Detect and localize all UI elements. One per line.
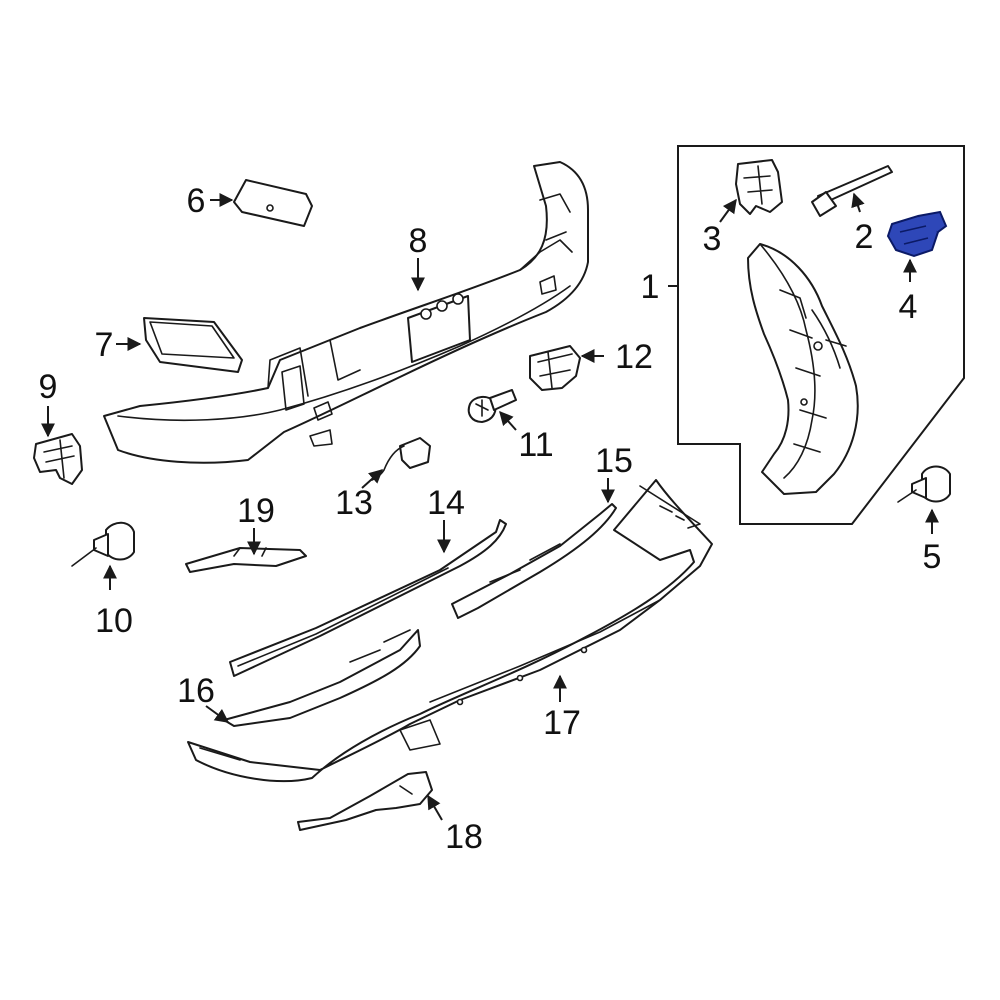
part-18-tip-trim [297,771,433,831]
callout-2: 2 [855,218,874,256]
leader-11 [499,410,517,431]
callout-4: 4 [899,288,918,326]
callout-18: 18 [445,818,483,856]
part-14-trim-strip [229,519,507,677]
part-19-small-trim [185,547,307,573]
inset-frame [677,145,965,525]
leader-16 [205,705,230,723]
callout-9: 9 [39,368,58,406]
callout-14: 14 [427,484,465,522]
leader-18 [427,794,443,821]
part-10-push-clip [71,521,135,567]
callout-16: 16 [177,672,215,710]
part-12-grommet [529,345,581,391]
callout-10: 10 [95,602,133,640]
callout-5: 5 [923,538,942,576]
callout-8: 8 [409,222,428,260]
callout-11: 11 [518,426,553,464]
part-7-reflector [143,317,243,373]
callout-15: 15 [595,442,633,480]
part-8-bumper-cover [103,161,589,464]
part-9-bracket [33,433,83,485]
part-3-bracket [735,159,783,215]
leader-2 [851,192,865,213]
part-11-screw [467,389,517,423]
part-2-rivet [811,165,893,217]
callout-13: 13 [335,484,373,522]
part-5-push-clip [897,465,951,503]
part-1-absorber-bracket [747,243,859,495]
part-6-cover-plate [233,179,313,227]
callout-1: 1 [641,268,660,306]
part-15-trim-strip [451,503,617,619]
callout-12: 12 [615,338,653,376]
callout-6: 6 [187,182,206,220]
leader-13 [361,469,384,489]
callout-3: 3 [703,220,722,258]
part-17-lower-fascia [187,479,713,783]
leader-3 [719,198,737,223]
callout-7: 7 [95,326,114,364]
callout-17: 17 [543,704,581,742]
part-4-clip-highlighted [886,210,948,258]
part-13-harness [371,437,431,481]
callout-19: 19 [237,492,275,530]
part-16-lower-trim [223,629,421,727]
